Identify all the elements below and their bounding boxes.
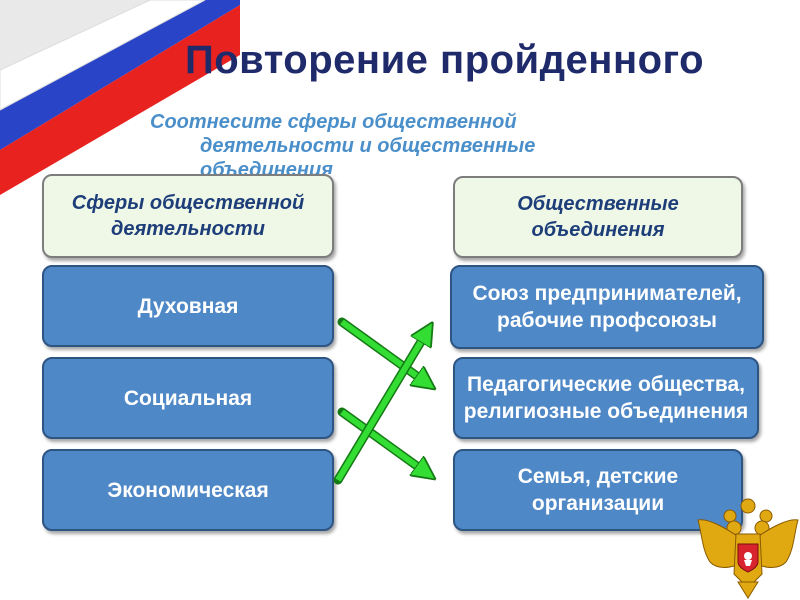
subtitle-line-1: Соотнесите сферы общественной	[150, 110, 670, 134]
left-column-header: Сферы общественной деятельности	[42, 174, 334, 258]
matching-arrows	[330, 310, 450, 500]
subtitle-line-2: деятельности и общественные	[150, 134, 670, 158]
right-item-pedagogical[interactable]: Педагогические общества, религиозные объ…	[453, 357, 759, 439]
coat-of-arms-icon	[696, 498, 800, 600]
subtitle-line-3: объединения	[150, 158, 670, 174]
right-column-header: Общественные объединения	[453, 176, 743, 258]
arrow-icon	[342, 412, 428, 474]
slide-subtitle: Соотнесите сферы общественной деятельнос…	[150, 110, 670, 174]
left-item-spiritual[interactable]: Духовная	[42, 265, 334, 347]
right-item-entrepreneurs[interactable]: Союз предпринимателей, рабочие профсоюзы	[450, 265, 764, 349]
left-item-economic[interactable]: Экономическая	[42, 449, 334, 531]
slide-title: Повторение пройденного	[185, 38, 785, 83]
left-item-social[interactable]: Социальная	[42, 357, 334, 439]
